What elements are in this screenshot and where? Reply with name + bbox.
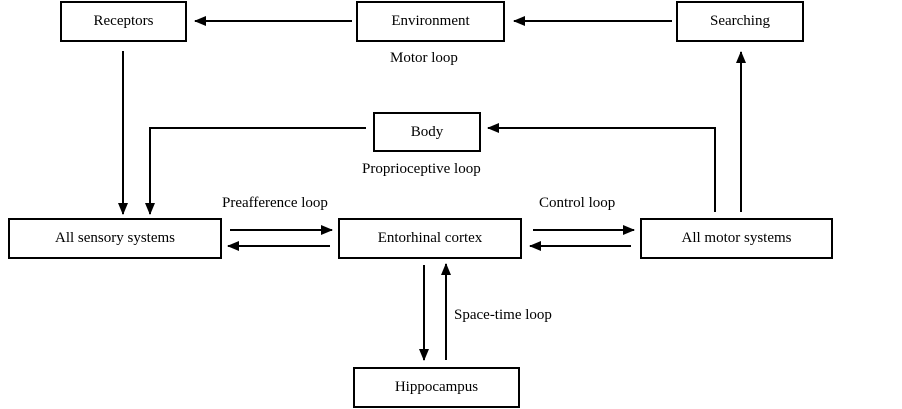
label-control-loop: Control loop (539, 195, 616, 211)
node-body: Body (373, 112, 481, 152)
arrow-body-to-sensory (145, 127, 366, 215)
label-space-time-loop: Space-time loop (454, 307, 552, 323)
node-searching: Searching (676, 1, 804, 42)
label-preafference-loop: Preafference loop (222, 195, 328, 211)
label-motor-loop: Motor loop (390, 50, 458, 66)
node-all-sensory-systems: All sensory systems (8, 218, 222, 259)
node-entorhinal-cortex: Entorhinal cortex (338, 218, 522, 259)
node-hippocampus: Hippocampus (353, 367, 520, 408)
node-receptors: Receptors (60, 1, 187, 42)
node-environment: Environment (356, 1, 505, 42)
node-all-motor-systems: All motor systems (640, 218, 833, 259)
arrow-motor-to-body (487, 123, 716, 212)
label-proprioceptive-loop: Proprioceptive loop (362, 161, 481, 177)
